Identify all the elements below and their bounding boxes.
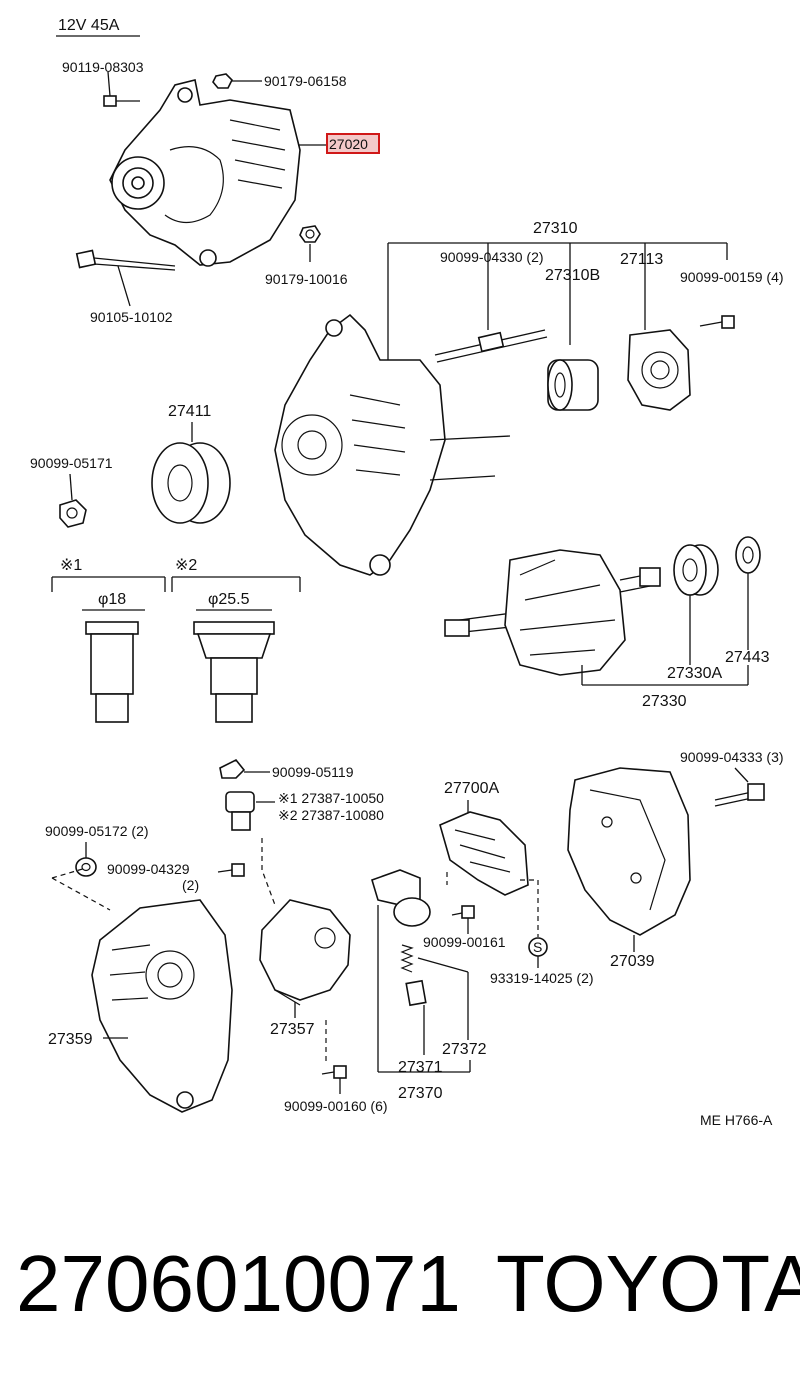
- highlight-box: [326, 133, 380, 154]
- insulator-icon: [225, 791, 255, 831]
- bolt-icon: [714, 783, 765, 807]
- callout-90099-04329: 90099-04329: [107, 861, 190, 877]
- pulley-icon: [151, 442, 231, 524]
- callout-27371: 27371: [398, 1059, 443, 1076]
- screw-icon: [451, 905, 475, 919]
- callout-90119-08303: 90119-08303: [62, 59, 144, 75]
- long-bolt-icon: [75, 249, 176, 271]
- callout-90099-00160: 90099-00160 (6): [284, 1098, 388, 1114]
- brush-icon: [405, 979, 427, 1007]
- callout-27387-10080: ※2 27387-10080: [278, 807, 384, 823]
- callout-90099-05171: 90099-05171: [30, 455, 113, 471]
- spec-label: 12V 45A: [58, 17, 120, 34]
- callout-27310: 27310: [533, 220, 578, 237]
- callout-27359: 27359: [48, 1031, 93, 1048]
- callout-90099-00161: 90099-00161: [423, 934, 506, 950]
- callout-27370: 27370: [398, 1085, 443, 1102]
- callout-27310B: 27310B: [545, 267, 600, 284]
- nut-icon: [59, 499, 87, 528]
- callout-27357: 27357: [270, 1021, 315, 1038]
- callout-27700A: 27700A: [444, 780, 499, 797]
- part-number: 2706010071: [16, 1239, 461, 1328]
- callout-90099-00159: 90099-00159 (4): [680, 269, 784, 285]
- callout-90179-10016: 90179-10016: [265, 271, 348, 287]
- bearing-icon: [673, 544, 719, 596]
- callout-90099-05172: 90099-05172 (2): [45, 823, 149, 839]
- callout-93319-14025: 93319-14025 (2): [490, 970, 594, 986]
- rotor-icon: [444, 549, 661, 676]
- rectifier-holder-drawing: [259, 899, 351, 1006]
- terminal-icon: [85, 621, 139, 723]
- note1-mark: ※1: [60, 557, 82, 574]
- nut-icon: [299, 225, 321, 243]
- bolt-icon: [103, 95, 140, 107]
- terminal-icon: [193, 621, 275, 723]
- callout-27113: 27113: [620, 251, 663, 268]
- bearing-retainer-icon: [627, 329, 691, 411]
- callout-27372: 27372: [442, 1041, 487, 1058]
- callout-27330A: 27330A: [667, 665, 722, 682]
- regulator-icon: [439, 811, 529, 896]
- washer-icon: [75, 857, 97, 877]
- callout-90179-06158: 90179-06158: [264, 73, 347, 89]
- stud-bolt-icon: [434, 329, 548, 363]
- callout-90099-04330: 90099-04330 (2): [440, 249, 544, 265]
- brush-holder-icon: [371, 869, 431, 927]
- callout-90105-10102: 90105-10102: [90, 309, 173, 325]
- bearing-icon: [547, 359, 599, 411]
- callout-27039: 27039: [610, 953, 655, 970]
- brand-name: TOYOTA: [496, 1239, 800, 1328]
- nut-icon: [212, 73, 233, 89]
- spring-icon: [400, 944, 414, 973]
- note2-mark: ※2: [175, 557, 197, 574]
- callout-27411: 27411: [168, 403, 211, 420]
- rear-end-cover-drawing: [567, 767, 691, 936]
- callout-27387-10050: ※1 27387-10050: [278, 790, 384, 806]
- drawing-code: ME H766-A: [700, 1112, 773, 1128]
- s-symbol: S: [533, 939, 542, 955]
- drive-end-frame-drawing: [274, 313, 511, 576]
- callout-27330: 27330: [642, 693, 687, 710]
- clip-icon: [219, 758, 246, 779]
- washer-icon: [735, 536, 761, 574]
- screw-icon: [699, 315, 735, 329]
- callout-90099-05119: 90099-05119: [272, 764, 354, 780]
- rear-end-frame-drawing: [91, 899, 233, 1113]
- callout-90099-04333: 90099-04333 (3): [680, 749, 784, 765]
- note1-diameter: φ18: [98, 591, 126, 608]
- callout-27020: 27020: [329, 136, 368, 152]
- screw-icon: [321, 1065, 347, 1079]
- callout-90099-04329-qty: (2): [182, 877, 199, 893]
- screw-icon: [217, 863, 245, 877]
- note2-diameter: φ25.5: [208, 591, 250, 608]
- callout-27443: 27443: [725, 649, 770, 666]
- alternator-assembly-drawing: [109, 79, 301, 267]
